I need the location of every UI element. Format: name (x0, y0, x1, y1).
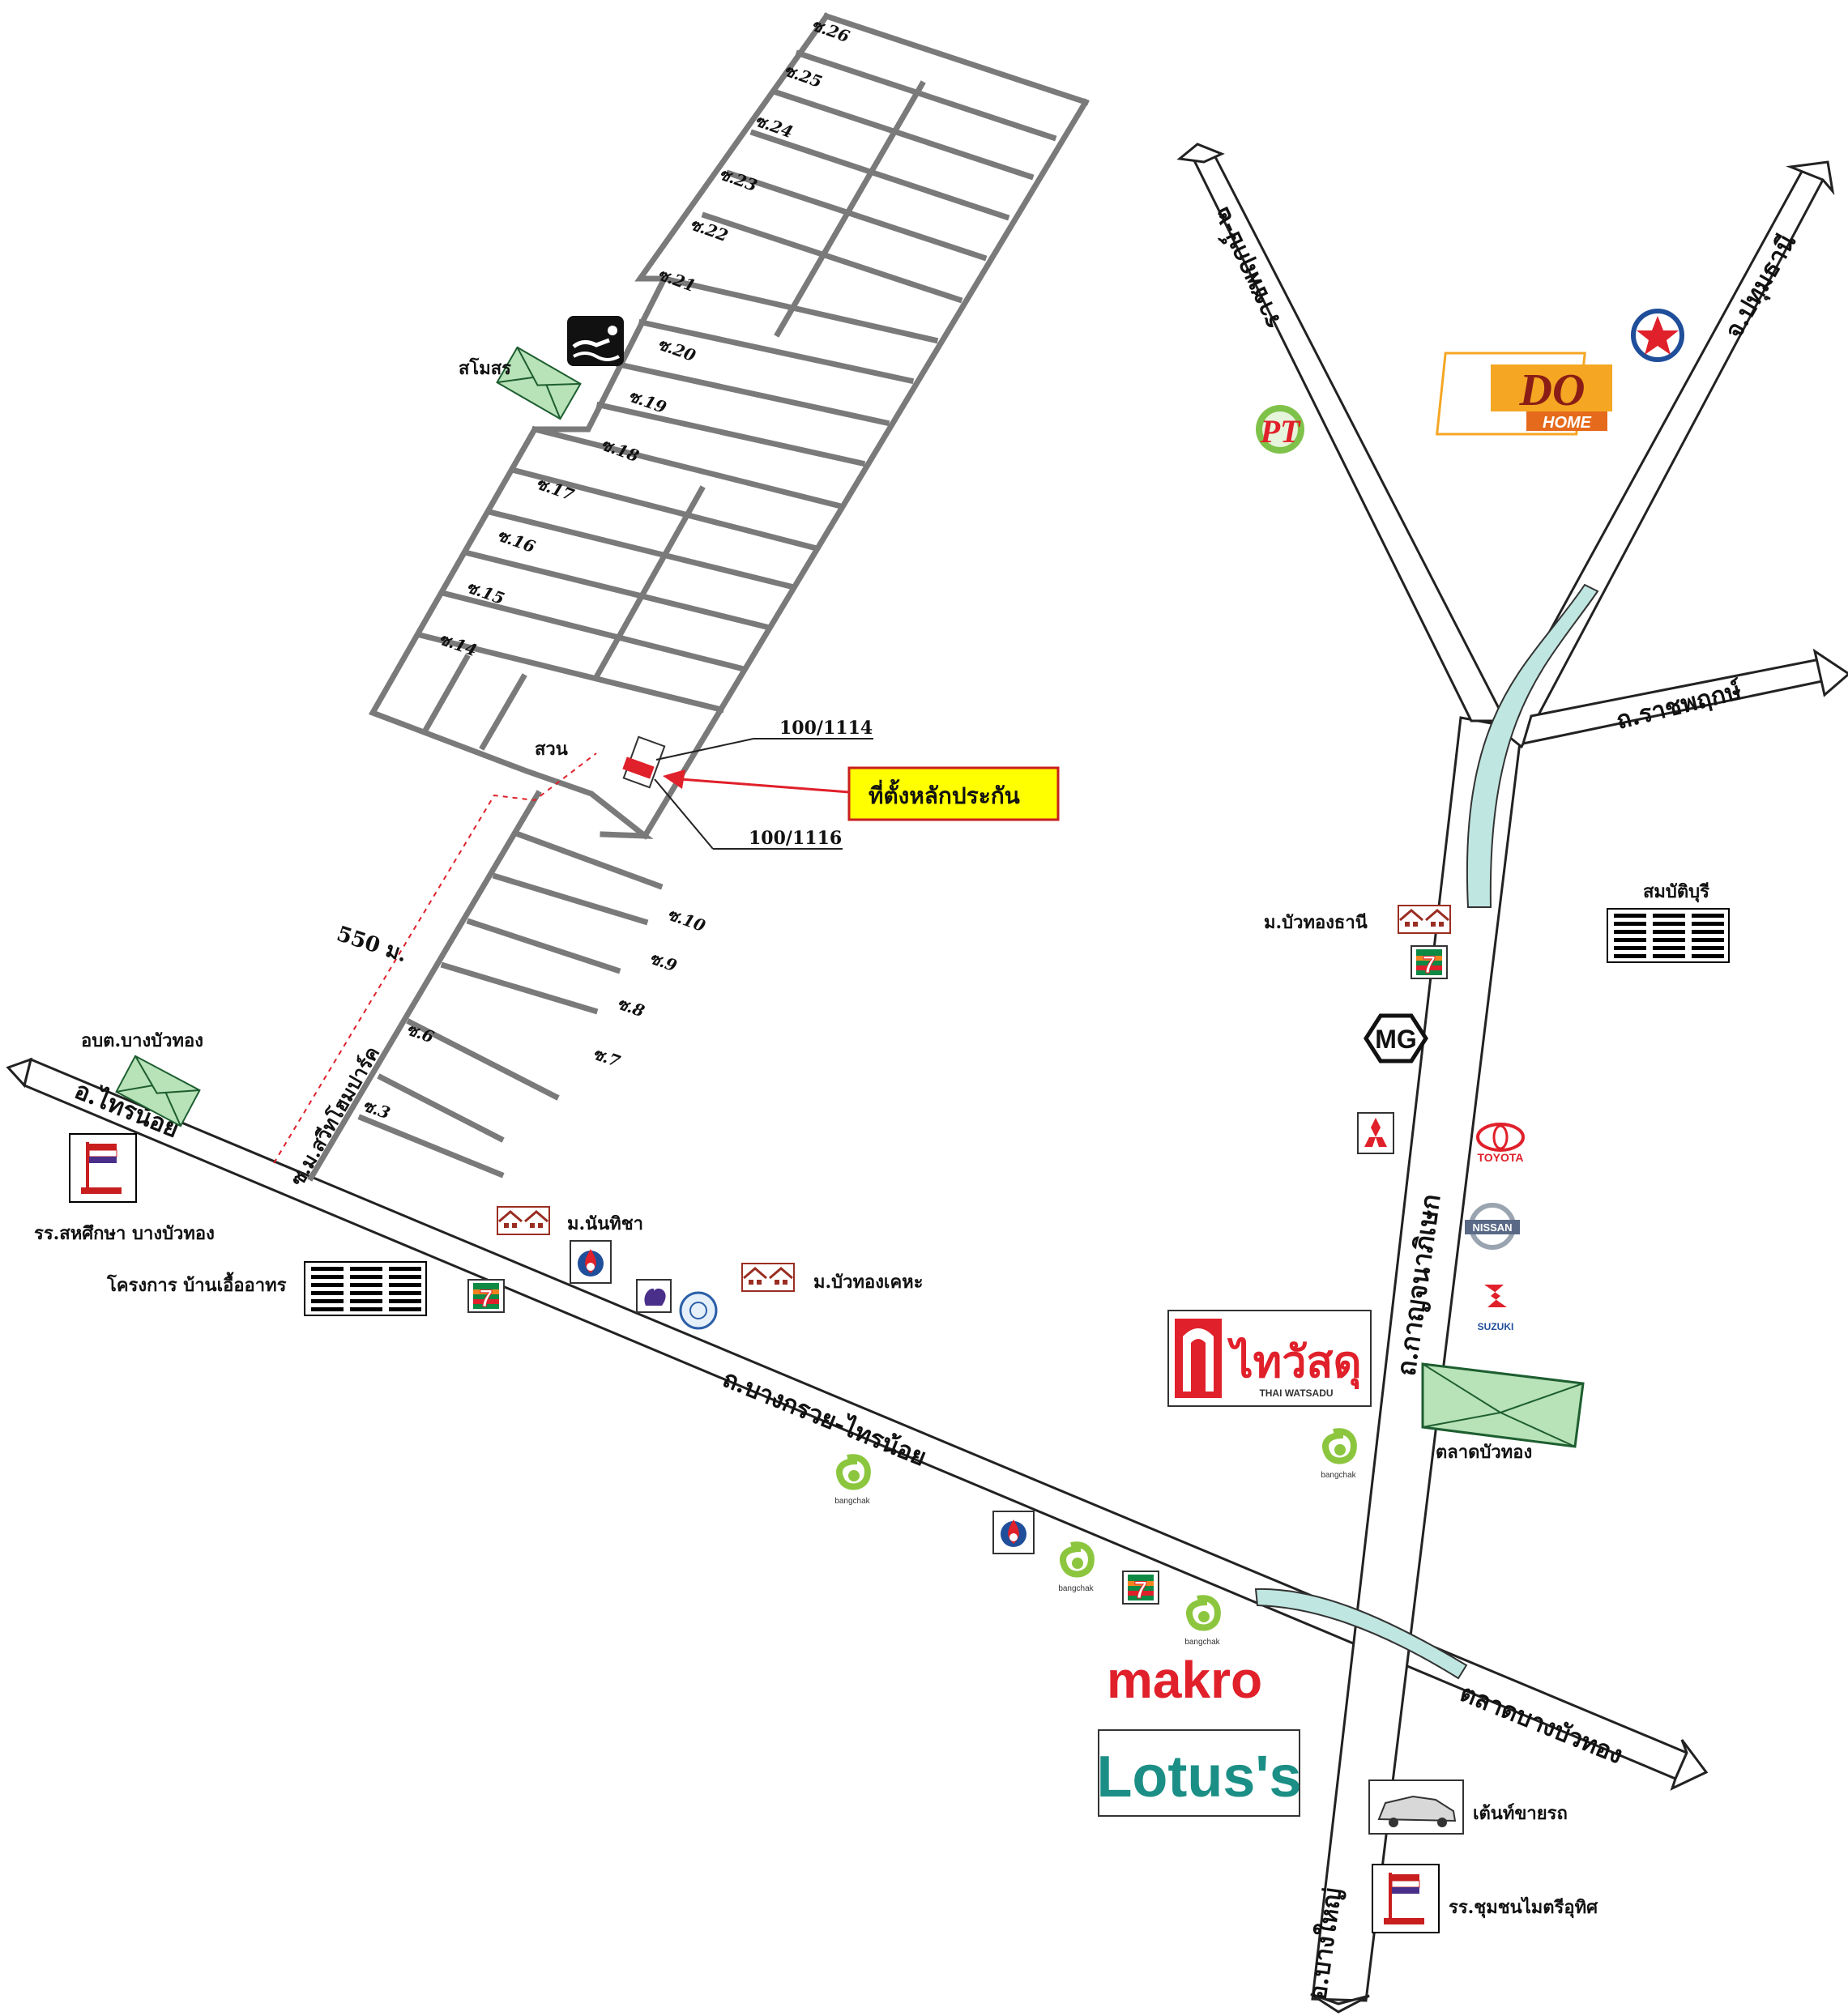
park-label: สวน (535, 739, 568, 760)
road-label-bang-kruai: ถ.บางกรวย-ไทรน้อย (719, 1364, 930, 1473)
seven-eleven-icon (1411, 945, 1448, 979)
leader-line-b (654, 778, 714, 850)
soi-label: ซ.10 (664, 904, 708, 936)
market-label: ตลาดบัวทอง (1436, 1442, 1532, 1463)
mg-logo: MG (1364, 1013, 1428, 1063)
svg-text:bangchak: bangchak (1058, 1584, 1094, 1593)
soi-label: ซ.14 (436, 629, 480, 660)
car-tent-label: เต้นท์ขายรถ (1473, 1803, 1568, 1824)
project-label: โครงการ บ้านเอื้ออาทร (106, 1272, 287, 1296)
car-tent-icon (1368, 1779, 1464, 1835)
village-icon (740, 1262, 796, 1293)
plot-number-a: 100/1114 (779, 718, 873, 739)
soi-label: ซ.8 (614, 993, 647, 1021)
soi-labels: ซ.26 ซ.25 ซ.24 ซ.23 ซ.22 ซ.21 ซ.20 ซ.19 … (360, 15, 852, 1123)
red-arrowhead (663, 769, 685, 789)
red-arrow (680, 778, 850, 794)
bangbua-thani-label: ม.บัวทองธานี (1264, 912, 1368, 933)
soi-label: ซ.22 (687, 214, 731, 245)
seven-eleven-icon (1122, 1571, 1159, 1605)
bangchak-station-icon: bangchak (1058, 1545, 1094, 1593)
seven-eleven-icon (467, 1279, 505, 1313)
soi-label: ซ.26 (809, 15, 852, 46)
distance-label: 550 ม. (334, 922, 410, 967)
soi-label: ซ.9 (647, 948, 680, 975)
nanthicha-label: ม.นันทิชา (567, 1213, 643, 1234)
scb-bank-icon (636, 1279, 672, 1313)
clubhouse-label: สโมสร (459, 357, 511, 379)
obt-label: อบต.บางบัวทอง (81, 1030, 203, 1051)
collateral-callout: ที่ตั้งหลักประกัน (847, 766, 1060, 821)
bangchak-station-icon: bangchak (1321, 1431, 1356, 1480)
suzuki-logo: SUZUKI (1478, 1285, 1514, 1332)
svg-text:DO: DO (1519, 365, 1586, 416)
nissan-logo: NISSAN (1465, 1203, 1520, 1250)
soi-label: ซ.21 (655, 264, 698, 296)
sombat-building-icon (1607, 908, 1730, 963)
do-home-logo: DO HOME (1436, 352, 1612, 436)
soi-label: ซ.18 (598, 434, 642, 466)
ptt-station-icon (992, 1511, 1035, 1554)
flyover-south (1254, 1588, 1468, 1680)
soi-label: ซ.23 (716, 164, 760, 195)
krungthai-bank-icon (679, 1291, 718, 1330)
svg-text:ไทวัสดุ: ไทวัสดุ (1227, 1336, 1361, 1390)
lotus-logo: Lotus's (1096, 1729, 1302, 1817)
distance-path (273, 752, 597, 1164)
road-label-ratchaphruek: ถ.ราชพฤกษ์ (1613, 676, 1744, 735)
housing-estate-grid (307, 12, 1090, 1182)
svg-text:SUZUKI: SUZUKI (1478, 1321, 1514, 1332)
svg-text:bangchak: bangchak (834, 1497, 870, 1506)
svg-text:THAI WATSADU: THAI WATSADU (1259, 1387, 1333, 1399)
bangbua-khe-label: ม.บัวทองเคหะ (813, 1272, 924, 1293)
swimming-pool-icon (567, 316, 624, 366)
school2-icon (1371, 1863, 1440, 1934)
svg-text:PT: PT (1260, 413, 1301, 450)
svg-text:ที่ตั้งหลักประกัน: ที่ตั้งหลักประกัน (869, 778, 1020, 809)
road-ratchaphruek (1521, 648, 1848, 745)
soi-label: ซ.25 (781, 60, 825, 92)
ptt-station-icon (570, 1240, 612, 1284)
svg-text:bangchak: bangchak (1321, 1471, 1356, 1480)
thai-watsadu-logo: ไทวัสดุ THAI WATSADU (1167, 1310, 1372, 1407)
bangchak-station-icon: bangchak (834, 1457, 870, 1506)
soi-label: ซ.7 (590, 1043, 623, 1071)
soi-label: ซ.20 (655, 334, 698, 365)
school-label: รร.สหศึกษา บางบัวทอง (34, 1223, 215, 1244)
flyover-north (1466, 583, 1599, 908)
school2-label: รร.ชุมชนไมตรีอุทิศ (1449, 1896, 1598, 1919)
soi-label: ซ.6 (403, 1019, 437, 1046)
market-icon (1421, 1362, 1585, 1448)
makro-logo: makro (1107, 1651, 1262, 1709)
sombat-label: สมบัติบุรี (1643, 881, 1709, 903)
svg-text:TOYOTA: TOYOTA (1477, 1151, 1523, 1164)
svg-text:MG: MG (1375, 1025, 1417, 1054)
svg-text:Lotus's: Lotus's (1096, 1745, 1301, 1809)
svg-text:HOME: HOME (1543, 414, 1592, 432)
village-icon (496, 1205, 551, 1236)
plot-number-b: 100/1116 (749, 828, 842, 849)
ptt-logo: PT (1256, 405, 1304, 454)
soi-label: ซ.16 (494, 525, 538, 556)
project-building-icon (304, 1261, 427, 1316)
leader-line-a (655, 738, 754, 761)
bangchak-station-icon: bangchak (1184, 1598, 1220, 1647)
school-icon (68, 1132, 138, 1204)
svg-text:NISSAN: NISSAN (1472, 1221, 1512, 1234)
toyota-logo: TOYOTA (1476, 1123, 1525, 1164)
village-icon (1397, 904, 1452, 935)
soi-label: ซ.17 (533, 473, 577, 505)
collateral-plot (622, 735, 666, 789)
mitsubishi-logo (1357, 1112, 1394, 1154)
svg-text:bangchak: bangchak (1184, 1638, 1220, 1647)
caltex-logo (1631, 309, 1684, 362)
